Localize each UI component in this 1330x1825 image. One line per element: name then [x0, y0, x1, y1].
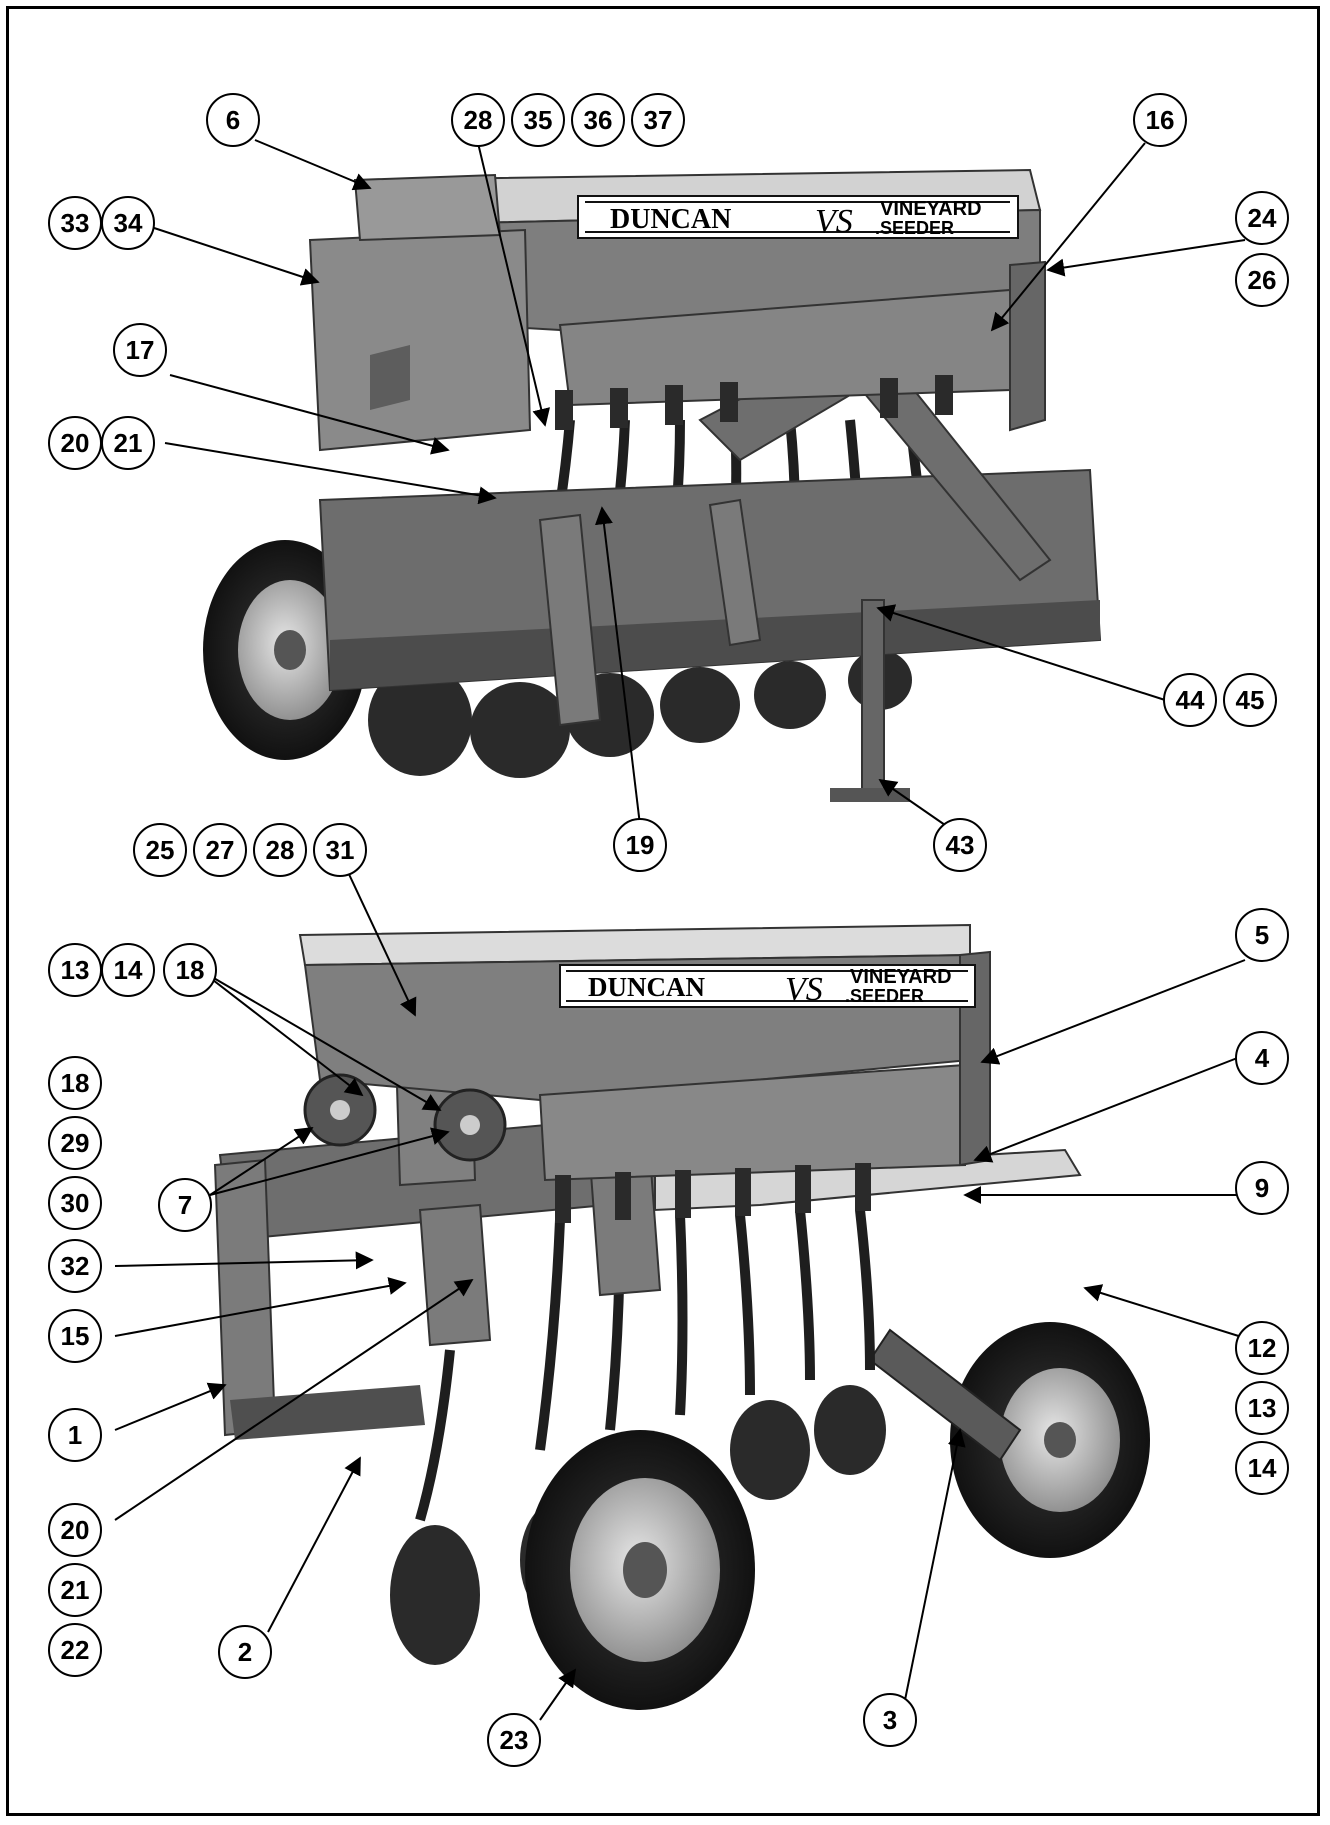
- callout-19: 19: [626, 830, 655, 860]
- callout-14-left: 14: [114, 955, 143, 985]
- bottom-seed-tubes: [415, 1209, 875, 1522]
- top-coulter-discs: [368, 650, 912, 778]
- callout-34: 34: [114, 208, 143, 238]
- callout-bubbles: [48, 93, 1289, 1767]
- top-seeder-illustration: [203, 168, 1102, 802]
- bottom-brand-model-line2: .SEEDER: [845, 986, 924, 1006]
- callout-37: 37: [644, 105, 673, 135]
- callout-14-right: 14: [1248, 1453, 1277, 1483]
- callout-33: 33: [61, 208, 90, 238]
- top-brand-maker: DUNCAN: [610, 204, 731, 235]
- callout-21-top: 21: [114, 428, 143, 458]
- leader-lines: [114, 139, 1246, 1721]
- callout-13-left: 13: [61, 955, 90, 985]
- bottom-front-wheel: [525, 1430, 755, 1710]
- callout-18-side: 18: [61, 1068, 90, 1098]
- callout-22: 22: [61, 1635, 90, 1665]
- callout-24: 24: [1248, 203, 1277, 233]
- top-brand-model-mark: VS: [815, 203, 853, 240]
- bottom-brand-model-line1: VINEYARD: [850, 966, 952, 988]
- callout-21-bottom: 21: [61, 1575, 90, 1605]
- callout-13-right: 13: [1248, 1393, 1277, 1423]
- callout-2: 2: [238, 1637, 252, 1667]
- callout-29: 29: [61, 1128, 90, 1158]
- callout-25: 25: [146, 835, 175, 865]
- top-seed-outlets: [555, 375, 953, 430]
- callout-9: 9: [1255, 1173, 1269, 1203]
- callout-3: 3: [883, 1705, 897, 1735]
- callout-31: 31: [326, 835, 355, 865]
- callout-27: 27: [206, 835, 235, 865]
- callout-1: 1: [68, 1420, 82, 1450]
- callout-23: 23: [500, 1725, 529, 1755]
- bottom-brand-maker: DUNCAN: [588, 972, 705, 1002]
- callout-32: 32: [61, 1251, 90, 1281]
- top-brand-model-line1: VINEYARD: [880, 198, 982, 220]
- callout-35: 35: [524, 105, 553, 135]
- callout-15: 15: [61, 1321, 90, 1351]
- callout-20-top: 20: [61, 428, 90, 458]
- callout-20-bottom: 20: [61, 1515, 90, 1545]
- callout-4: 4: [1255, 1043, 1270, 1073]
- callout-7: 7: [178, 1190, 192, 1220]
- callout-26: 26: [1248, 265, 1277, 295]
- callout-16: 16: [1146, 105, 1175, 135]
- callout-30: 30: [61, 1188, 90, 1218]
- callout-17: 17: [126, 335, 155, 365]
- callout-36: 36: [584, 105, 613, 135]
- bottom-seed-outlets: [555, 1163, 871, 1223]
- callout-28-bottom: 28: [266, 835, 295, 865]
- callout-44: 44: [1176, 685, 1205, 715]
- bottom-brand-model-mark: VS: [785, 971, 823, 1008]
- top-brand-model-line2: .SEEDER: [875, 218, 954, 238]
- callout-6: 6: [226, 105, 240, 135]
- callout-45: 45: [1236, 685, 1265, 715]
- callout-43: 43: [946, 830, 975, 860]
- callout-28-top: 28: [464, 105, 493, 135]
- callout-18-top: 18: [176, 955, 205, 985]
- bottom-right-wheel: [950, 1322, 1150, 1558]
- bottom-seeder-illustration: [213, 923, 1150, 1710]
- callout-12: 12: [1248, 1333, 1277, 1363]
- callout-5: 5: [1255, 920, 1269, 950]
